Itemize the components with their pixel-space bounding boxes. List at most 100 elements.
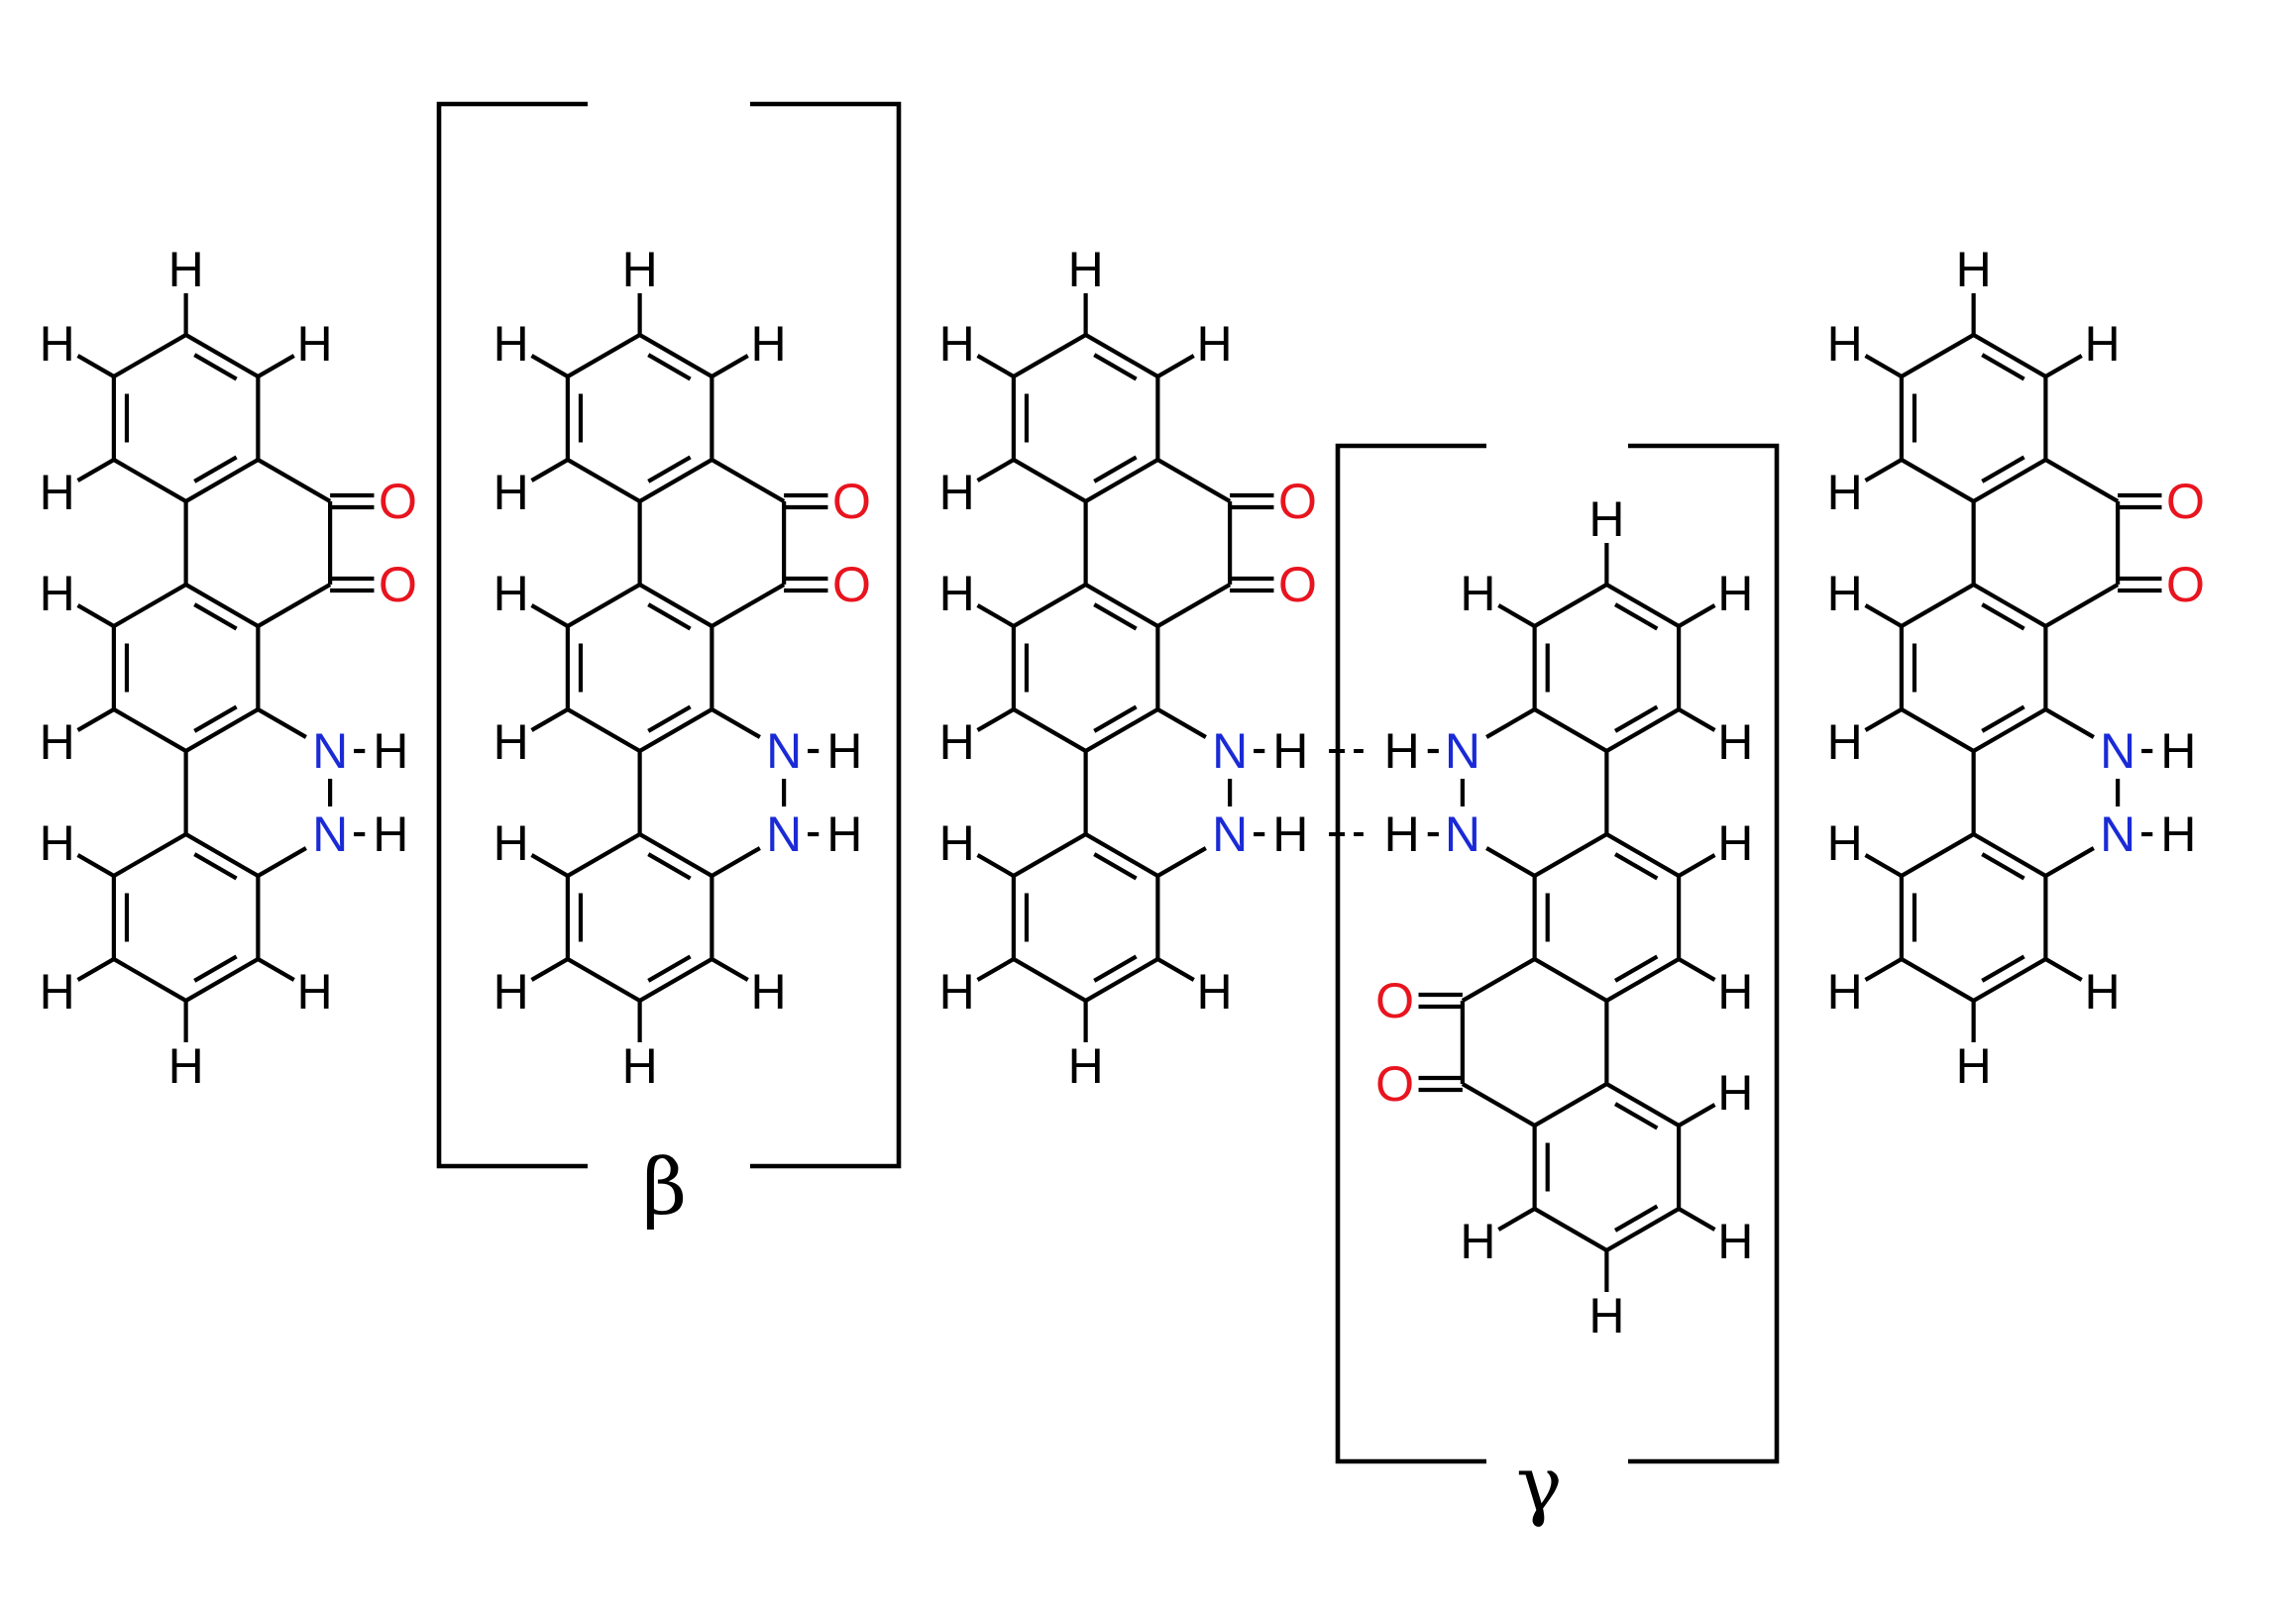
nitrogen-atom: N [1212,806,1248,862]
c-h-bond [1678,1207,1716,1232]
c-c-bond [1012,832,1087,878]
c-c-bond [638,707,713,753]
aromatic-double-bond [647,455,692,483]
beta-bracket-right [750,101,902,1169]
hydrogen-atom: H [2084,964,2120,1020]
aromatic-double-bond [1613,852,1659,881]
c-c-bond [1900,832,1975,878]
c-c-bond [1972,832,2047,878]
c-c-bond [184,458,260,503]
hydrogen-atom: H [1717,815,1753,871]
c-c-bond [1900,957,1975,1003]
hydrogen-atom: H [40,964,75,1020]
c-h-bond [530,603,569,628]
c-c-bond [2044,707,2095,739]
aromatic-double-bond [193,455,238,483]
c-c-bond [1012,333,1087,378]
c-c-bond [1485,846,1536,878]
nitrogen-atom: N [1445,723,1480,779]
c-h-bond [530,354,569,378]
c-h-bond [1864,957,1903,982]
hydrogen-atom: H [2084,316,2120,372]
hydrogen-atom: H [40,566,75,621]
gamma-bracket-right [1628,443,1780,1464]
c-h-bond [76,957,115,982]
aromatic-double-bond [193,602,238,631]
amine-hydrogen: H [826,806,862,862]
c-c-bond [1605,1082,1681,1128]
aromatic-double-bond [647,852,692,881]
c-c-bond [184,957,260,1003]
hydrogen-atom: H [1956,1038,1992,1094]
oxygen-atom: O [832,474,871,529]
c-c-bond [1900,458,1975,503]
hydrogen-atom: H [1196,964,1232,1020]
c-h-bond [976,354,1015,378]
aromatic-double-bond [193,852,238,881]
hydrogen-atom: H [939,714,975,770]
hydrogen-atom: H [1717,714,1753,770]
hydrogen-atom: H [493,316,529,372]
c-c-bond [711,458,786,503]
c-c-bond [112,583,187,628]
c-c-bond [1461,957,1536,1003]
c-c-bond [711,707,761,739]
hydrogen-atom: H [40,714,75,770]
c-c-bond [1156,707,1207,739]
nitrogen-atom: N [312,723,348,779]
amine-hydrogen: H [373,723,408,779]
c-c-bond [184,707,260,753]
c-c-bond [257,846,307,878]
c-c-bond [184,832,260,878]
hydrogen-atom: H [622,242,658,297]
nitrogen-atom: N [1212,723,1248,779]
nitrogen-atom: N [1445,806,1480,862]
oxygen-atom: O [1278,474,1317,529]
c-c-bond [711,846,761,878]
aromatic-double-bond [1093,704,1138,733]
nitrogen-atom: N [2100,723,2135,779]
c-c-bond [638,957,713,1003]
c-h-bond [530,957,569,982]
gamma-bracket-left [1335,443,1486,1464]
c-c-bond [1972,583,2047,628]
c-c-bond [184,583,260,628]
amine-hydrogen: H [2160,723,2196,779]
c-c-bond [1084,333,1159,378]
c-h-bond [1678,1103,1716,1128]
oxygen-atom: O [832,557,871,612]
hydrogen-atom: H [40,465,75,520]
c-c-bond [1900,707,1975,753]
aromatic-double-bond [193,954,238,983]
hydrogen-atom: H [1068,242,1104,297]
c-c-bond [711,583,786,628]
c-h-bond [1156,354,1195,378]
c-c-bond [1972,957,2047,1003]
c-h-bond [1678,957,1716,982]
nitrogen-atom: N [766,806,802,862]
c-h-bond [1678,603,1716,628]
c-h-bond [711,354,749,378]
c-c-bond [2044,583,2120,628]
hydrogen-atom: H [296,316,332,372]
c-c-bond [566,458,641,503]
c-c-bond [1972,707,2047,753]
c-h-bond [976,458,1015,483]
aromatic-double-bond [1981,353,2025,381]
aromatic-double-bond [1613,1204,1659,1233]
c-c-bond [566,333,641,378]
c-c-bond [566,957,641,1003]
beta-bracket [436,101,902,1169]
hydrogen-atom: H [939,566,975,621]
hydrogen-atom: H [493,566,529,621]
c-c-bond [1533,832,1608,878]
hydrogen-atom: H [1827,964,1863,1020]
c-h-bond [257,354,295,378]
gamma-bracket [1335,443,1780,1464]
c-c-bond [1156,846,1207,878]
c-c-bond [257,458,332,503]
